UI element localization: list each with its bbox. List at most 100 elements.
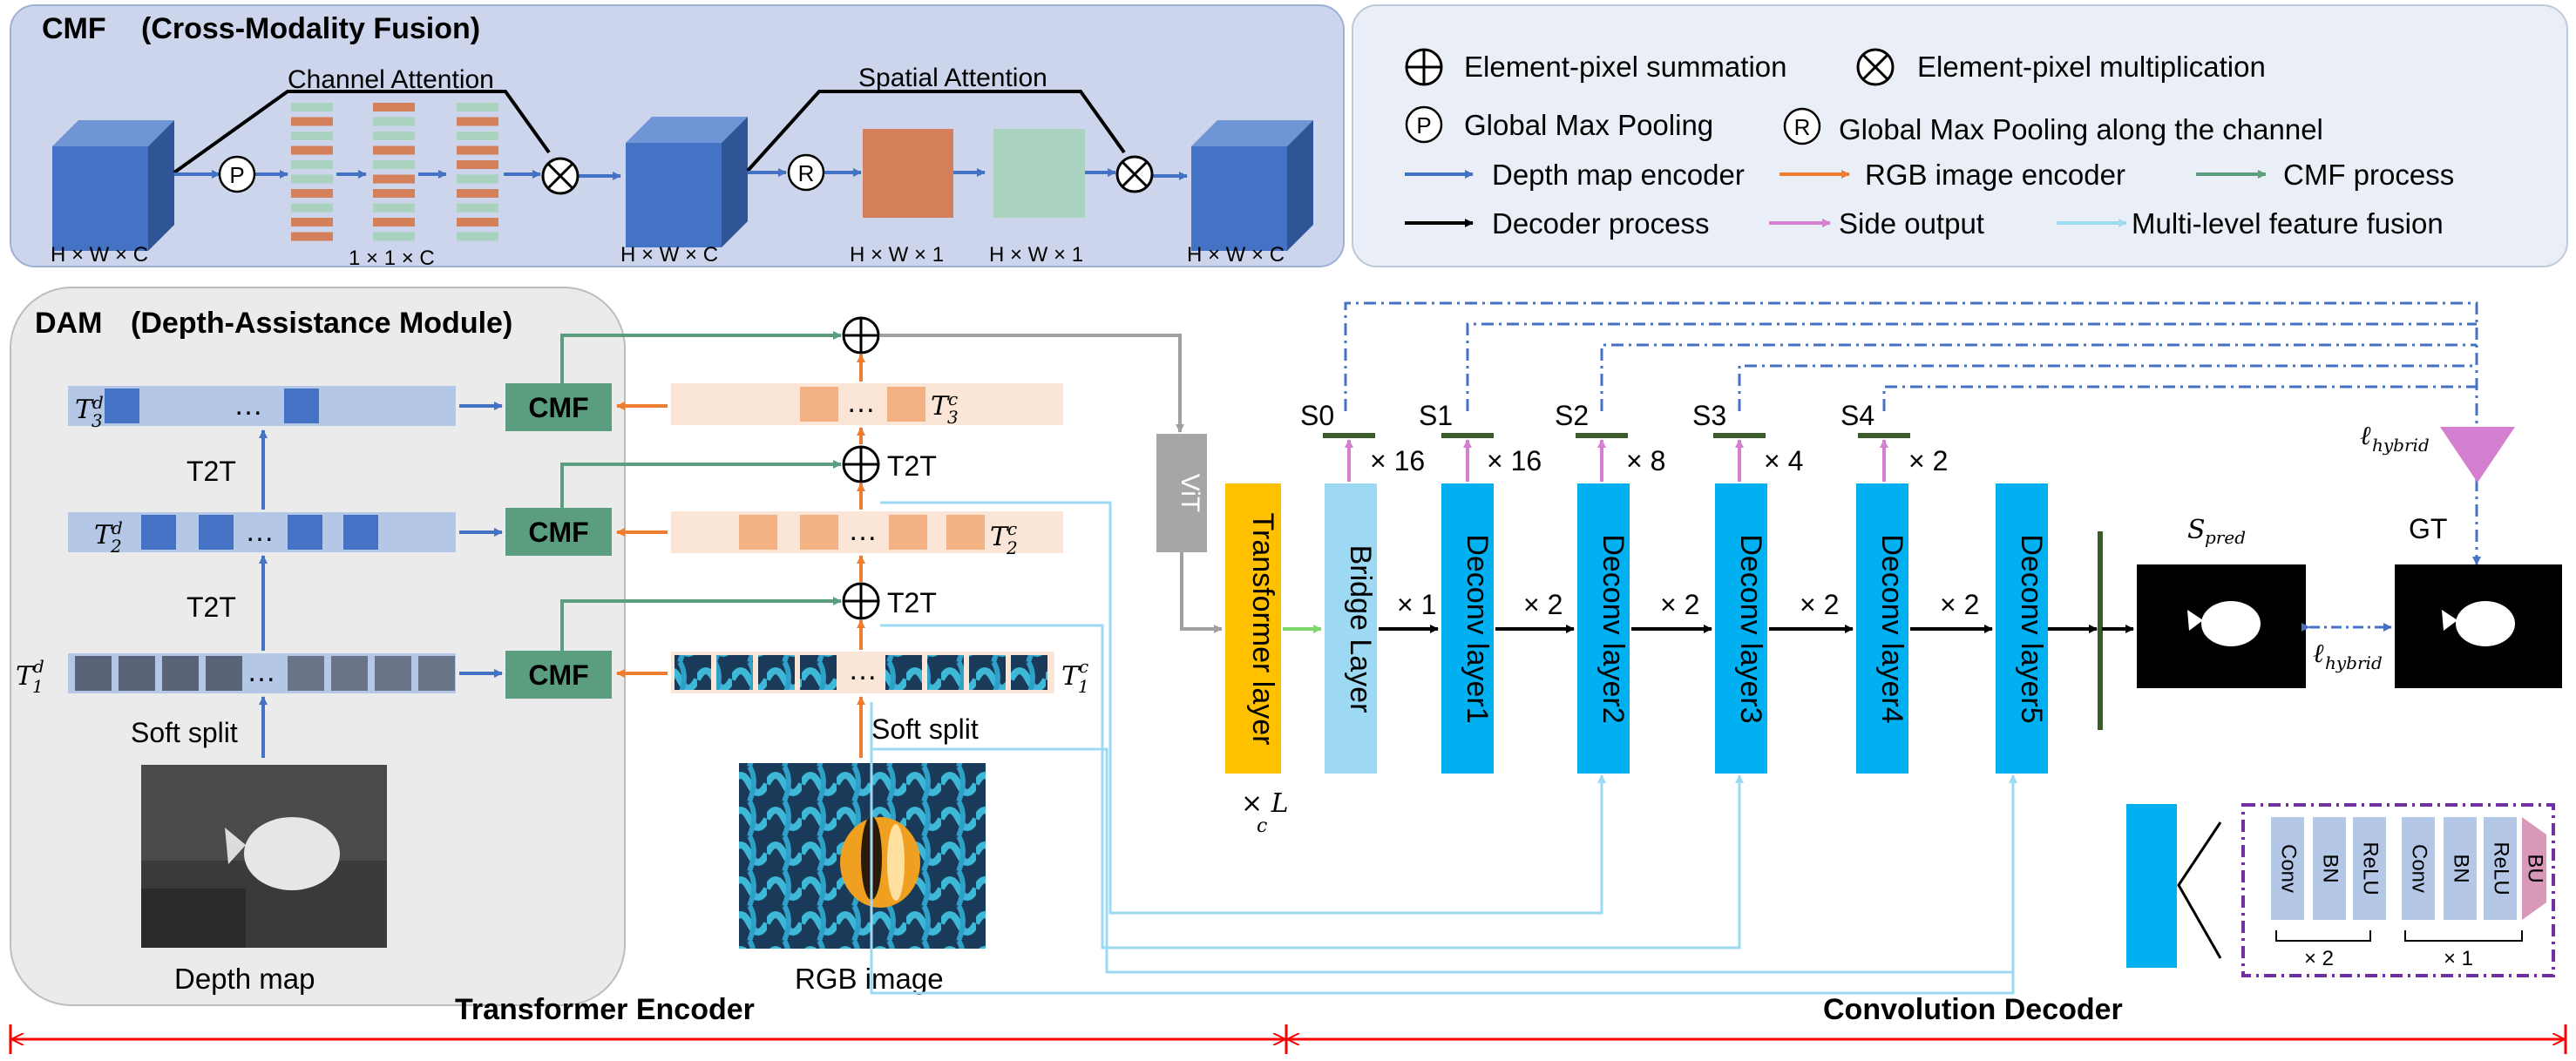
channel-stripe <box>291 232 333 241</box>
block-conv: Conv <box>2271 817 2304 920</box>
decoder-multiplier: × 2 <box>1660 589 1699 620</box>
feature-cube-middle <box>626 117 748 247</box>
gt-label: GT <box>2409 513 2447 544</box>
rgb-patch <box>969 655 1006 690</box>
rgb-token-rows: … T c3 … T c2 … T c1 <box>671 383 1089 697</box>
decoder-multiplier: × 2 <box>1523 589 1563 620</box>
svg-text:× 1: × 1 <box>2444 947 2473 970</box>
block-conv-rect <box>2271 817 2304 920</box>
t2t-label-d1: T2T <box>186 456 236 487</box>
svg-text:hybrid: hybrid <box>2372 435 2430 456</box>
depth-map-image <box>141 765 387 948</box>
channel-stripe <box>291 174 333 184</box>
deconv-layer-rect <box>1441 483 1494 774</box>
channel-stripe <box>373 103 415 112</box>
spred-label: S <box>2187 515 2206 545</box>
side-output-multiplier: × 16 <box>1370 445 1425 476</box>
deconv-layer-rect <box>1577 483 1630 774</box>
block-bu: BU <box>2522 817 2547 920</box>
depth-patch <box>162 656 199 691</box>
encoder-label: Transformer Encoder <box>455 993 755 1026</box>
footer: Transformer Encoder Convolution Decoder <box>9 993 2567 1054</box>
side-output-label: S4 <box>1840 400 1874 431</box>
block-relu-label: ReLU <box>2359 841 2383 895</box>
svg-text:CMF: CMF <box>528 517 588 548</box>
rgb-token-row-2 <box>671 511 1063 553</box>
cmf-block-3: CMF <box>505 383 612 431</box>
prediction-map <box>2137 564 2306 688</box>
deconv-layer-4: Deconv layer4 <box>1856 483 1908 774</box>
t2t-label-c2: T2T <box>887 450 937 482</box>
deconv-layer-label: Deconv layer3 <box>1734 534 1767 723</box>
channel-stripe <box>457 218 498 226</box>
rgb-patch <box>758 655 795 690</box>
channel-stripe <box>291 117 333 126</box>
dim-label-spatial-2: H × W × 1 <box>989 243 1083 267</box>
legend-panel: Element-pixel summation Element-pixel mu… <box>1352 4 2568 267</box>
channel-stripe <box>457 132 498 140</box>
spatial-bypass-line <box>746 90 1126 172</box>
svg-text:c: c <box>1007 518 1017 539</box>
svg-text:CMF: CMF <box>528 659 588 691</box>
rgb-patch <box>716 655 753 690</box>
deconv-block-icon <box>2126 804 2177 968</box>
depth-patch <box>288 656 324 691</box>
side-output-label: S2 <box>1555 400 1589 431</box>
channel-stripe <box>291 103 333 112</box>
channel-stripe <box>291 160 333 169</box>
block-conv-label: Conv <box>2408 844 2431 893</box>
global-max-pooling-icon <box>218 155 256 193</box>
rgb-patch <box>927 655 964 690</box>
bridge-layer <box>1325 483 1377 774</box>
block-bn-rect <box>2444 817 2477 920</box>
rgb-patch <box>1011 655 1047 690</box>
block-bu-label: BU <box>2524 854 2547 882</box>
channel-max-pooling-icon <box>787 153 825 192</box>
soft-split-label-depth: Soft split <box>131 717 238 748</box>
svg-text:1: 1 <box>32 676 44 697</box>
multi-level-fusion-lines <box>870 501 2017 995</box>
side-output-multiplier: × 16 <box>1487 445 1542 476</box>
feature-cube-input <box>52 120 174 251</box>
channel-stripe <box>291 189 333 198</box>
gt-supervision-arrow <box>2440 427 2515 483</box>
summation-icon-2 <box>842 445 880 483</box>
block-conv: Conv <box>2402 817 2435 920</box>
depth-patch <box>375 656 411 691</box>
rgb-patch <box>800 655 837 690</box>
block-relu-label: ReLU <box>2490 841 2513 895</box>
block-relu-rect <box>2353 817 2386 920</box>
channel-stripe <box>457 189 498 198</box>
svg-text:d: d <box>112 517 123 538</box>
legend-side-output: Side output <box>1839 207 1984 240</box>
transformer-layer-block: Transformer layer <box>1225 483 1281 774</box>
t1d-label: T <box>16 661 35 692</box>
svg-text:3: 3 <box>947 407 959 428</box>
t2t-label-d2: T2T <box>186 591 236 623</box>
pooling-r-icon <box>1783 107 1821 145</box>
side-output-4: S4× 2 <box>1840 400 1948 482</box>
channel-stripe <box>457 160 498 169</box>
svg-text:Bridge Layer: Bridge Layer <box>1344 545 1377 713</box>
svg-text:R: R <box>1794 114 1811 140</box>
channel-stripe <box>373 132 415 140</box>
deconv-layer-rect <box>1856 483 1908 774</box>
cmf-block-1: CMF <box>505 651 612 699</box>
t2c-label: T <box>990 522 1009 552</box>
dam-subtitle: (Depth-Assistance Module) <box>131 307 512 340</box>
svg-text:2: 2 <box>1006 537 1018 558</box>
dim-label-input: H × W × C <box>51 243 148 267</box>
dim-label-spatial-1: H × W × 1 <box>850 243 944 267</box>
cmf-block-2: CMF <box>505 508 612 556</box>
channel-stripe <box>291 145 333 155</box>
legend-mul: Element-pixel multiplication <box>1917 51 2266 83</box>
svg-text:…: … <box>247 655 276 688</box>
legend-cmf-process: CMF process <box>2283 159 2454 191</box>
pooling-p-icon <box>1405 105 1443 144</box>
side-output-0: S0× 16 <box>1300 400 1425 482</box>
t3d-label: T <box>75 395 94 425</box>
t2d-label: T <box>94 520 113 551</box>
loss-supervision-lines <box>1344 301 2481 565</box>
